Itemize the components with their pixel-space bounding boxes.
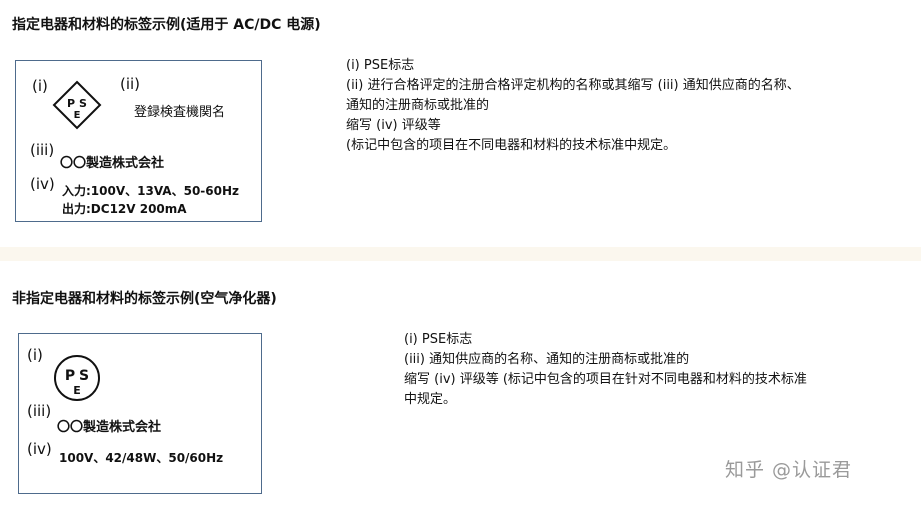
input-rating: 入力:100V、13VA、50-60Hz [62,184,240,198]
mark-letter-e: E [73,384,81,397]
description-line: 中规定。 [404,392,457,407]
designated-label-example: (i) P S E (ii) 登録検査機関名 (iii) 〇〇製造株式会社 (i… [15,60,262,222]
description-line: 缩写 (iv) 评级等 (标记中包含的项目在针对不同电器和材料的技术标准 [404,372,807,387]
company-name: 〇〇製造株式会社 [57,420,162,435]
description-line: (i) PSE标志 [346,58,415,73]
label-marker-iv: (iv) [27,440,52,458]
label-marker-ii: (ii) [120,75,141,93]
description-line: (iii) 通知供应商的名称、通知的注册商标或批准的 [404,352,690,367]
mark-letter-s: S [79,97,87,110]
description-line: (标记中包含的项目在不同电器和材料的技术标准中规定。 [346,138,677,153]
pse-circle-mark-icon: P S E [54,355,100,401]
company-name: 〇〇製造株式会社 [60,156,165,171]
mark-letter-p: P [67,97,75,110]
section-divider [0,247,921,261]
section-title-non-designated: 非指定电器和材料的标签示例(空气净化器) [12,291,277,307]
mark-letter-e: E [74,110,81,121]
watermark: 知乎 @认证君 [725,459,853,481]
description-line: (ii) 进行合格评定的注册合格评定机构的名称或其缩写 (iii) 通知供应商的… [346,78,800,93]
pse-diamond-mark-icon: P S E [52,80,102,130]
mark-letter-p: P [65,368,75,384]
designated-description: (i) PSE标志 (ii) 进行合格评定的注册合格评定机构的名称或其缩写 (i… [346,56,800,156]
description-line: 通知的注册商标或批准的 [346,98,490,113]
non-designated-description: (i) PSE标志 (iii) 通知供应商的名称、通知的注册商标或批准的 缩写 … [404,330,807,410]
description-line: 缩写 (iv) 评级等 [346,118,441,133]
non-designated-label-example: (i) P S E (iii) 〇〇製造株式会社 (iv) 100V、42/48… [18,333,262,494]
label-marker-iv: (iv) [30,175,55,193]
label-marker-i: (i) [27,346,43,364]
registered-body-name: 登録検査機関名 [134,105,226,120]
label-marker-iii: (iii) [27,402,52,420]
label-marker-iii: (iii) [30,141,55,159]
label-marker-i: (i) [32,77,48,95]
output-rating: 出力:DC12V 200mA [62,202,187,216]
power-rating: 100V、42/48W、50/60Hz [59,451,224,465]
mark-letter-s: S [79,368,89,384]
section-title-designated: 指定电器和材料的标签示例(适用于 AC/DC 电源) [12,17,321,33]
description-line: (i) PSE标志 [404,332,473,347]
